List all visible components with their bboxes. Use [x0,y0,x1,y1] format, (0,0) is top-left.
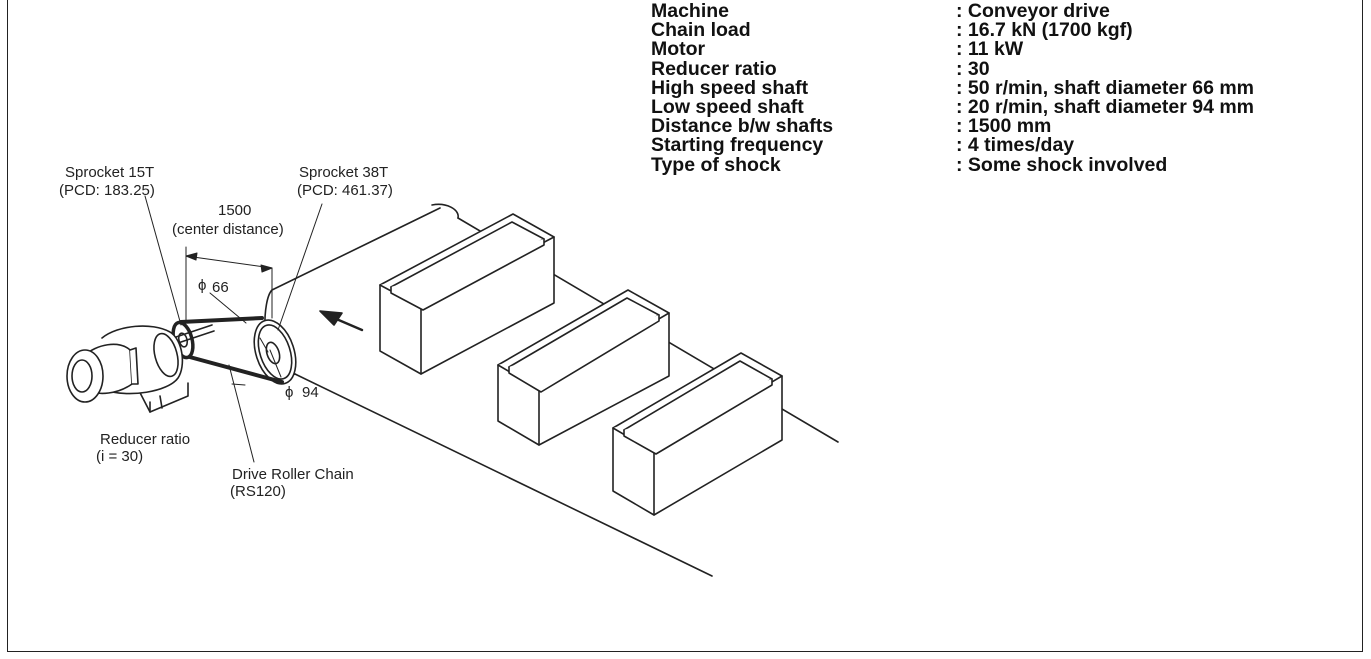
shaft-66-label: 66 [212,279,229,296]
sprocket-15t-pcd: (PCD: 183.25) [59,182,155,199]
phi-symbol: ϕ [285,384,293,401]
spec-key: Chain load [651,19,751,42]
conveyor-box-2 [497,289,670,446]
spec-key: Motor [651,38,706,61]
spec-value: : Conveyor drive [956,0,1110,22]
direction-arrow-icon [319,310,364,332]
chain-model: (RS120) [230,483,286,500]
spec-value: : 30 [956,57,990,80]
phi-symbol: ϕ [198,277,206,294]
reducer-ratio-value: (i = 30) [96,448,143,465]
spec-key: Type of shock [651,153,781,176]
conveyor-box-3 [612,352,783,516]
center-distance-value: 1500 [218,202,251,219]
sprocket-15t-hub [177,332,189,348]
spec-key: Reducer ratio [651,57,777,80]
sprocket-38t [253,319,297,385]
center-distance-label: (center distance) [172,221,284,238]
spec-keys: Machine Chain load Motor Reducer ratio H… [651,0,834,176]
reducer-ratio-label: Reducer ratio [100,431,190,448]
spec-key: Distance b/w shafts [651,115,834,138]
spec-value: : Some shock involved [956,153,1168,176]
spec-key: Starting frequency [651,134,824,157]
spec-values: : Conveyor drive : 16.7 kN (1700 kgf) : … [956,0,1255,176]
high-speed-shaft [175,324,215,344]
chain-label: Drive Roller Chain [232,466,354,483]
spec-key: High speed shaft [651,76,809,99]
sprocket-38t-label: Sprocket 38T [299,164,388,181]
shaft-94-label: 94 [302,384,319,401]
spec-value: : 20 r/min, shaft diameter 94 mm [956,95,1255,118]
sprocket-38t-pcd: (PCD: 461.37) [297,182,393,199]
spec-value: : 11 kW [956,38,1024,61]
diagram-labels: Sprocket 15T (PCD: 183.25) Sprocket 38T … [59,164,393,500]
dimension-lines [144,195,323,463]
spec-value: : 50 r/min, shaft diameter 66 mm [956,76,1255,99]
spec-value: : 4 times/day [956,134,1075,157]
spec-value: : 1500 mm [956,115,1052,138]
spec-key: Machine [651,0,730,22]
spec-key: Low speed shaft [651,95,804,118]
sprocket-15t-label: Sprocket 15T [65,164,154,181]
conveyor-box-1 [379,213,555,375]
reducer-motor [66,325,189,413]
figure-frame [7,0,1363,652]
spec-value: : 16.7 kN (1700 kgf) [956,19,1133,42]
